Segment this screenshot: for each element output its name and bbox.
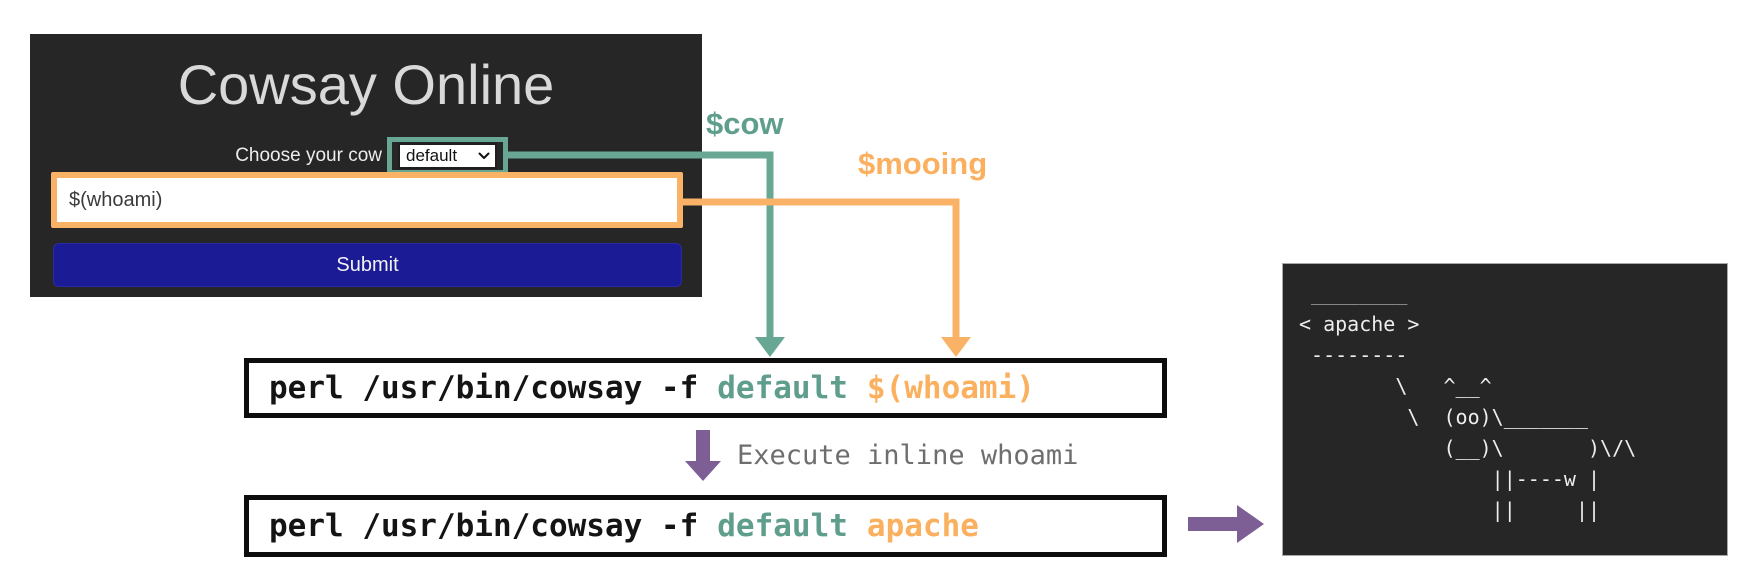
result-right-arrow-icon	[1188, 505, 1264, 543]
cow-select-value: default	[406, 146, 458, 165]
execute-down-arrow-icon	[685, 430, 721, 481]
cowsay-ascii-art: ________ < apache > -------- \ ^__^ \ (o…	[1299, 278, 1717, 526]
terminal-output-panel: ________ < apache > -------- \ ^__^ \ (o…	[1282, 263, 1728, 556]
submit-button[interactable]: Submit	[53, 243, 682, 287]
mooing-input[interactable]	[57, 178, 677, 222]
cow-select-label: Choose your cow	[235, 145, 382, 166]
mooing-variable-label: $mooing	[858, 146, 988, 181]
cowsay-form-panel: Cowsay Online Choose your cow default Su…	[30, 34, 702, 297]
mooing-input-highlight-box	[51, 172, 683, 228]
command-before-base: perl /usr/bin/cowsay -f	[269, 370, 699, 406]
command-after-cow-arg: default	[717, 508, 848, 544]
command-after-base: perl /usr/bin/cowsay -f	[269, 508, 699, 544]
command-before-cow-arg: default	[717, 370, 848, 406]
command-before-mooing-arg: $(whoami)	[866, 370, 1035, 406]
command-before-box: perl /usr/bin/cowsay -f default $(whoami…	[244, 358, 1167, 418]
command-after-box: perl /usr/bin/cowsay -f default apache	[244, 495, 1167, 557]
mooing-arrow	[683, 198, 971, 357]
page-title: Cowsay Online	[177, 53, 555, 116]
speech-bubble-top: ________	[1299, 281, 1408, 305]
chevron-down-icon	[478, 152, 490, 159]
cowsay-art-body: < apache > -------- \ ^__^ \ (oo)\______…	[1299, 312, 1637, 522]
cow-variable-label: $cow	[706, 106, 784, 141]
execute-note: Execute inline whoami	[737, 440, 1079, 471]
cow-select[interactable]: default	[398, 143, 497, 169]
command-after-mooing-arg: apache	[866, 508, 979, 544]
cow-select-highlight-box: default	[387, 137, 508, 175]
